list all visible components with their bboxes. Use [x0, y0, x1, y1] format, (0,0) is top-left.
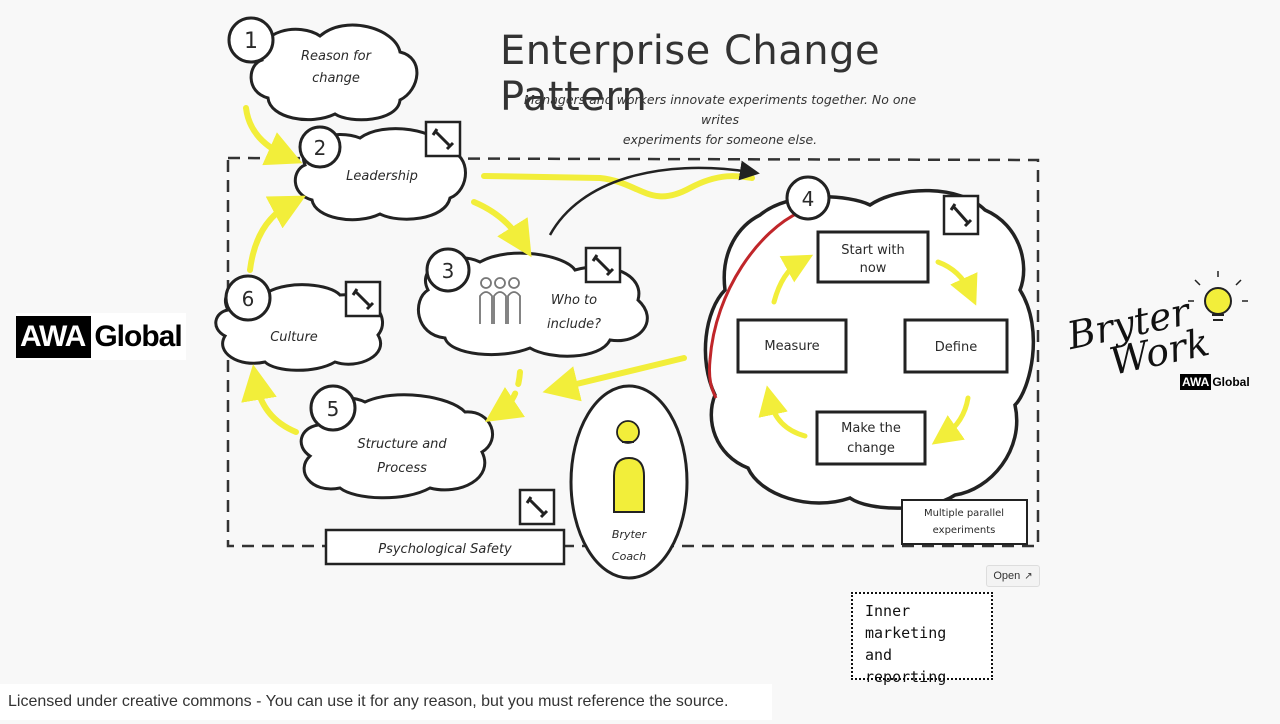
make-the-change-box: Make the change [815, 410, 927, 466]
license-caption: Licensed under creative commons - You ca… [0, 684, 772, 720]
step-1-label-2: change [312, 71, 360, 86]
multiple-parallel-box: Multiple parallel experiments [901, 499, 1028, 545]
step-6-label: Culture [270, 330, 318, 345]
define-label: Define [935, 340, 977, 355]
coach-figure [613, 456, 645, 513]
bryter-work-logo-art [1188, 271, 1248, 321]
multiple-parallel-label-1: Multiple parallel [924, 508, 1004, 519]
inner-marketing-line-3: reporting [865, 668, 947, 686]
psychological-safety-banner: Psychological Safety [324, 528, 566, 566]
black-arrow [548, 160, 760, 236]
lightbulb-icon [616, 420, 640, 444]
diagram-title: Enterprise Change Pattern [500, 28, 881, 120]
bryter-awa-global: AWA Global [1180, 374, 1250, 390]
step-5-label-1: Structure and [357, 437, 447, 452]
step-5-number: 5 [327, 397, 340, 421]
start-with-now-box: Start with now [816, 230, 930, 284]
awa-logo-text: Global [94, 319, 182, 353]
subtitle-line-1: Managers and workers innovate experiment… [523, 92, 917, 127]
step-1-badge: 1 [227, 16, 275, 64]
open-button-label: Open [993, 570, 1021, 582]
awa-logo-mark: AWA [16, 315, 92, 358]
wrench-icon [344, 280, 382, 318]
open-button[interactable]: Open ↗ [986, 565, 1040, 587]
inner-marketing-box: Inner marketing and reporting [851, 592, 993, 686]
measure-box: Measure [736, 318, 848, 374]
wrench-icon [518, 488, 556, 526]
step-3-label-2: include? [547, 317, 601, 332]
start-label-1: Start with [841, 243, 904, 258]
lightbulb-icon [1188, 271, 1248, 321]
bryter-awa-text: Global [1212, 375, 1250, 389]
multiple-parallel-label-2: experiments [933, 525, 996, 536]
step-5-label-2: Process [377, 461, 427, 476]
step-2-number: 2 [314, 136, 327, 160]
bryter-coach-oval: Bryter Coach [569, 384, 689, 580]
step-1-cloud: Reason for change [249, 23, 419, 122]
red-progress-line [708, 210, 801, 399]
start-label-2: now [860, 261, 887, 276]
inner-marketing-line-1: Inner [865, 602, 911, 620]
coach-label-2: Coach [612, 550, 646, 563]
step-3-label-1: Who to [551, 293, 597, 308]
external-link-icon: ↗ [1024, 570, 1033, 582]
wrench-icon [584, 246, 622, 284]
step-5-badge: 5 [309, 384, 357, 432]
inner-marketing-line-2: marketing and [865, 624, 947, 664]
step-2-badge: 2 [298, 125, 342, 169]
step-4-badge: 4 [785, 175, 831, 221]
step-2-label: Leadership [346, 169, 418, 184]
step-1-label-1: Reason for [301, 49, 373, 64]
subtitle-line-2: experiments for someone else. [622, 132, 818, 147]
step-3-badge: 3 [425, 247, 471, 293]
step-1-number: 1 [244, 29, 258, 54]
bryter-awa-mark: AWA [1180, 374, 1212, 390]
step-3-number: 3 [442, 259, 455, 283]
step-6-number: 6 [242, 287, 255, 311]
step-6-badge: 6 [224, 274, 272, 322]
cycle-arrows [758, 254, 978, 445]
step-4-number: 4 [802, 187, 815, 211]
people-icon [479, 277, 521, 324]
define-box: Define [903, 318, 1009, 374]
dashed-frame [226, 156, 1040, 548]
measure-label: Measure [764, 339, 819, 354]
wrench-icon [942, 194, 980, 236]
psychological-safety-label: Psychological Safety [378, 542, 512, 557]
make-label-1: Make the [841, 421, 901, 436]
flow-arrows [241, 105, 755, 435]
make-label-2: change [847, 441, 895, 456]
coach-label-1: Bryter [612, 528, 648, 541]
awa-global-logo: AWA Global [16, 313, 186, 360]
wrench-icon [424, 120, 462, 158]
diagram-subtitle: Managers and workers innovate experiment… [520, 90, 920, 150]
